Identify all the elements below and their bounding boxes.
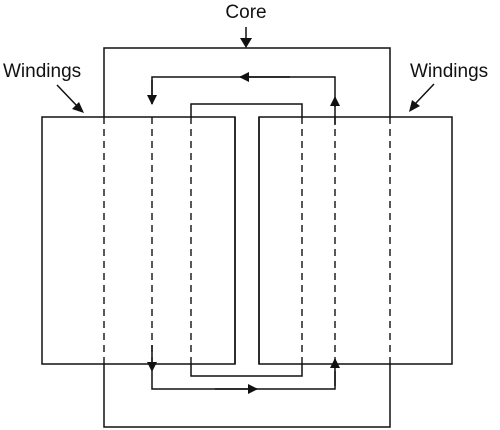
core-label: Core — [225, 2, 266, 23]
windings-right-pointer-arrow — [409, 83, 435, 112]
windings-label-right: Windings — [410, 61, 488, 82]
core-outer-hidden-lines — [103, 117, 391, 364]
core-outer-outline — [103, 47, 391, 428]
winding-left — [41, 116, 236, 365]
core-center-window — [190, 103, 303, 377]
flux-path — [147, 72, 340, 394]
windings-label-left: Windings — [3, 61, 81, 82]
core-center-window-inner — [190, 117, 303, 364]
core-pointer-arrow — [240, 27, 252, 48]
winding-right — [258, 116, 453, 365]
windings-left-pointer-arrow — [56, 84, 84, 113]
